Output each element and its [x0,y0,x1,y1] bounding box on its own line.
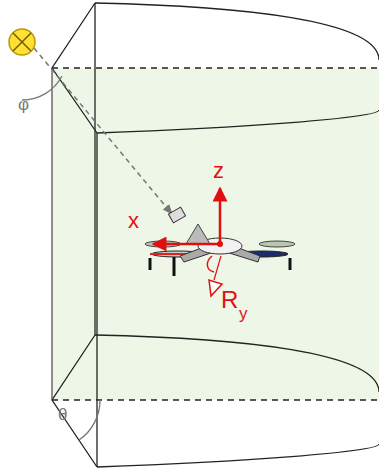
angle-label: φ [18,96,29,113]
theta-arc [79,400,100,440]
axis-label: x [128,210,139,232]
light-source [9,29,35,55]
light-ray [34,48,172,214]
x-axis [153,243,220,246]
axis-label: z [213,160,224,182]
light-plane [52,68,379,400]
wedge-volume [52,3,379,467]
rotation-subscript: y [239,305,248,322]
rotation-label: R [221,288,238,312]
rotation-arrow [207,256,222,296]
plane-edges [52,68,379,400]
angle-label: θ [58,406,67,423]
z-axis [219,188,222,244]
